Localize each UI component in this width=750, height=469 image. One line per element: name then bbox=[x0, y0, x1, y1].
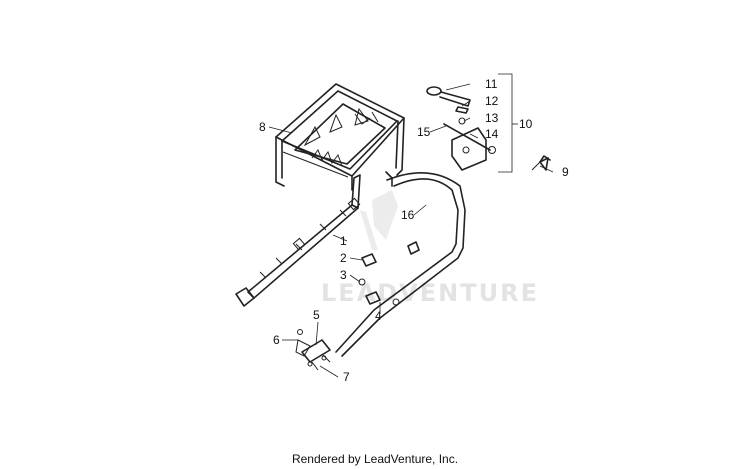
callout-9: 9 bbox=[562, 165, 569, 179]
callout-7: 7 bbox=[343, 370, 350, 384]
callouts: 8 1 2 3 4 5 6 7 9 10 11 12 13 14 15 16 bbox=[259, 77, 569, 384]
bolt-9 bbox=[539, 155, 551, 163]
watermark: LEADVENTURE bbox=[321, 190, 539, 307]
callout-14: 14 bbox=[485, 127, 499, 141]
callout-4: 4 bbox=[375, 309, 382, 323]
leader-lines bbox=[268, 73, 554, 378]
callout-10: 10 bbox=[519, 117, 533, 131]
callout-12: 12 bbox=[485, 94, 499, 108]
watermark-text: LEADVENTURE bbox=[321, 279, 539, 307]
latch-assembly bbox=[426, 86, 549, 171]
footer-credit: Rendered by LeadVenture, Inc. bbox=[291, 452, 459, 466]
mount-hardware bbox=[358, 241, 420, 306]
lower-bracket bbox=[295, 329, 331, 371]
callout-3: 3 bbox=[340, 268, 347, 282]
callout-8: 8 bbox=[259, 120, 266, 134]
callout-1: 1 bbox=[340, 234, 347, 248]
callout-6: 6 bbox=[273, 333, 280, 347]
callout-5: 5 bbox=[313, 308, 320, 322]
main-rail bbox=[235, 174, 361, 307]
callout-2: 2 bbox=[340, 251, 347, 265]
callout-16: 16 bbox=[401, 208, 415, 222]
frame-loop bbox=[335, 171, 466, 357]
callout-13: 13 bbox=[485, 111, 499, 125]
rack-basket bbox=[275, 83, 405, 191]
callout-15: 15 bbox=[417, 125, 431, 139]
callout-11: 11 bbox=[485, 77, 498, 91]
